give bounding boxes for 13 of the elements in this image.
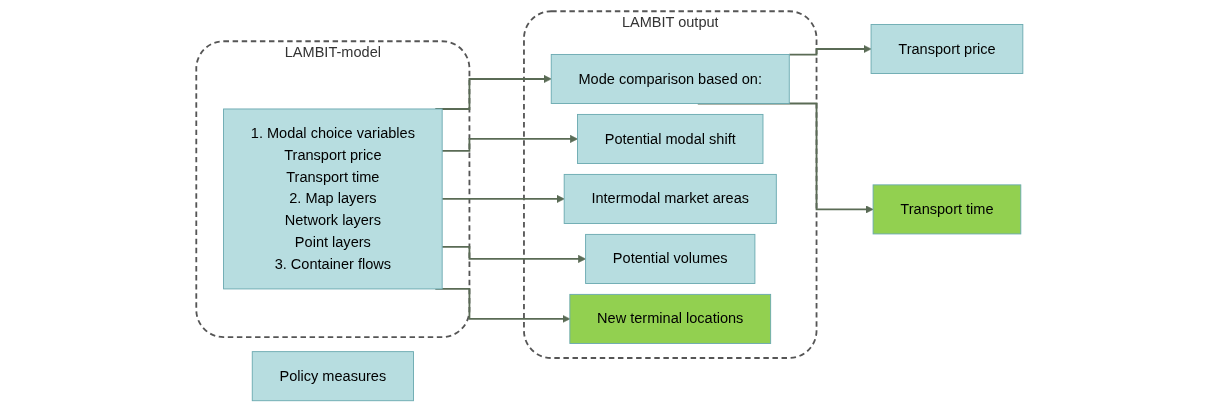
node-box: Potential volumes [585, 233, 756, 284]
node-box: Intermodal market areas [563, 173, 777, 224]
arrow [441, 134, 578, 152]
arrow [788, 45, 872, 56]
arrow [441, 194, 565, 203]
arrow [441, 246, 586, 263]
node-box: 1. Modal choice variables Transport price Transport time 2. Map layers Network layers Point layers 3. Container flows [223, 108, 443, 290]
node-box: Mode comparison based on: [550, 54, 790, 104]
node-box: Policy measures [251, 351, 414, 402]
node-box: Potential modal shift [577, 113, 764, 164]
node-box: Transport time [872, 184, 1022, 235]
node-box: New terminal locations [569, 293, 772, 344]
node-box: Transport price [870, 24, 1024, 74]
